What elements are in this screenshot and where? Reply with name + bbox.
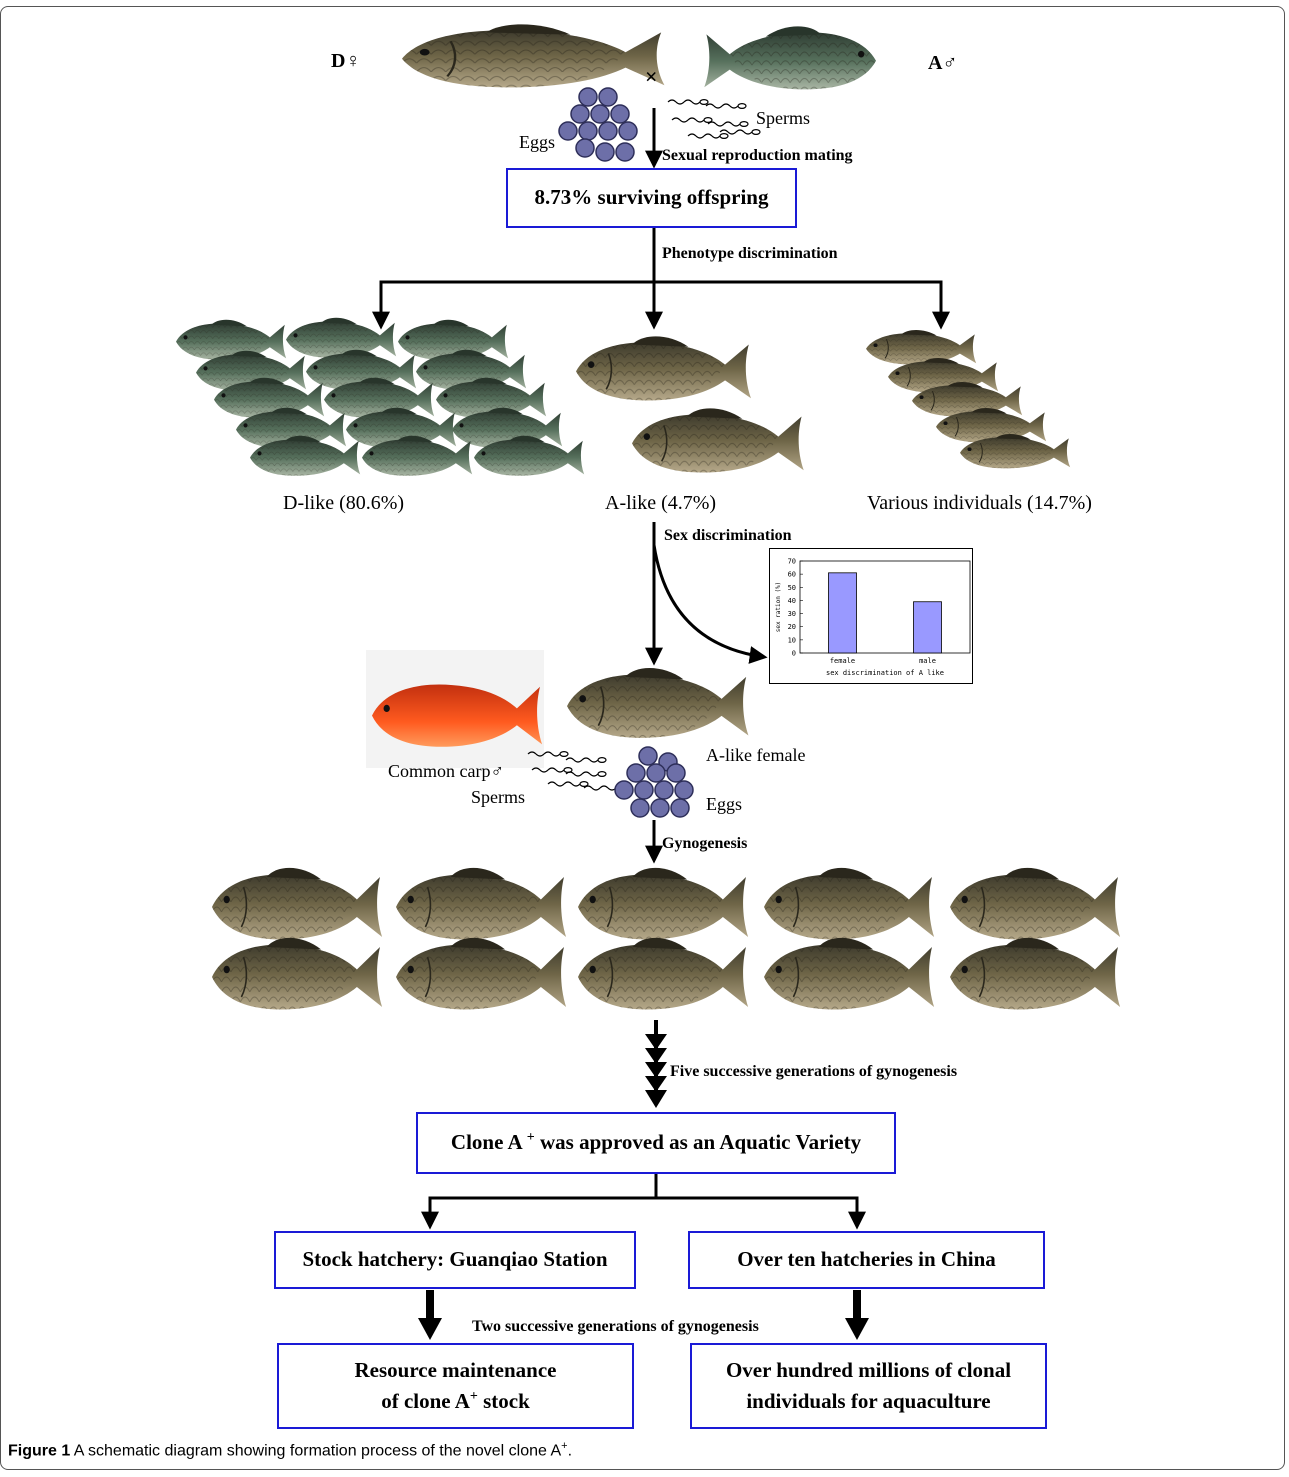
clone-suffix: was approved as an Aquatic Variety [534, 1130, 862, 1155]
stock-hatchery-box: Stock hatchery: Guanqiao Station [274, 1231, 636, 1289]
resource-line1: Resource maintenance [354, 1357, 557, 1382]
chart-ytick-label: 40 [788, 597, 796, 605]
chart-ytick-label: 10 [788, 636, 796, 644]
hundred-line1: Over hundred millions of clonal [725, 1357, 1012, 1382]
sex-ratio-chart-svg: 0 10 20 30 40 50 60 70 female male sex discriminat… [775, 558, 971, 677]
five-generations-arrow [645, 1020, 667, 1108]
stock-hatchery-text: Stock hatchery: Guanqiao Station [302, 1247, 608, 1272]
clone-prefix: Clone A [450, 1130, 522, 1155]
chart-ytick-label: 30 [788, 610, 796, 618]
sex-discrimination-label: Sex discrimination [664, 527, 792, 544]
chart-bar-male [913, 601, 942, 654]
a-like-fish-group [575, 335, 805, 474]
chart-ytick-label: 60 [788, 571, 796, 579]
resource-box: Resource maintenance of clone A+ stock [277, 1343, 634, 1429]
figure-frame [0, 6, 1285, 1470]
various-label: Various individuals (14.7%) [867, 492, 1092, 514]
stock-down-arrow [418, 1290, 442, 1340]
sperms-label: Sperms [756, 108, 810, 128]
clone-fish-rows [211, 866, 1122, 1011]
a-like-label: A-like (4.7%) [605, 492, 717, 514]
d-female-label: D♀ [331, 50, 361, 72]
caption-end: . [567, 1442, 573, 1460]
sex-ratio-chart: 0 10 20 30 40 50 60 70 female male sex discriminat… [769, 548, 973, 684]
clone-sup: + [526, 1130, 535, 1146]
branch-line [379, 280, 943, 326]
caption-sup: + [561, 1440, 568, 1452]
gyno-eggs-label: Eggs [706, 794, 742, 814]
a-like-female-label: A-like female [706, 745, 806, 765]
mating-label: Sexual reproduction mating [662, 147, 853, 164]
gyno-eggs [614, 746, 694, 818]
phenotype-label: Phenotype discrimination [662, 245, 838, 262]
hatcheries-down-arrow [845, 1290, 869, 1340]
chart-plot-area [799, 560, 971, 654]
hundred-line2: individuals for aquaculture [746, 1389, 991, 1413]
chart-ytick-label: 0 [792, 650, 796, 658]
offspring-box: 8.73% surviving offspring [506, 168, 797, 228]
d-like-fish-group [176, 317, 585, 476]
caption-label: Figure 1 [8, 1442, 71, 1460]
chart-ylabel: sex ration (%) [775, 582, 782, 633]
resource-sup: + [469, 1389, 478, 1404]
d-like-label: D-like (80.6%) [283, 492, 405, 514]
ten-hatcheries-box: Over ten hatcheries in China [688, 1231, 1045, 1289]
chart-xtick-label: female [830, 657, 855, 665]
chart-bar-female [828, 572, 857, 654]
ten-hatcheries-text: Over ten hatcheries in China [737, 1247, 996, 1272]
hundred-millions-box: Over hundred millions of clonal individu… [690, 1343, 1047, 1429]
resource-line2-suffix: stock [477, 1389, 530, 1413]
inset-arrow [652, 544, 768, 664]
eggs-cluster [558, 87, 638, 162]
common-carp-fish [372, 684, 543, 747]
resource-line2-prefix: of clone A [381, 1389, 470, 1413]
a-male-fish [704, 26, 876, 90]
various-fish-group [865, 329, 1071, 469]
caption-text: A schematic diagram showing formation pr… [70, 1442, 562, 1460]
a-male-label: A♂ [928, 52, 958, 74]
a-like-female-fish [566, 667, 750, 739]
clone-approved-box: Clone A + was approved as an Aquatic Var… [416, 1112, 896, 1174]
eggs-label: Eggs [519, 132, 555, 152]
five-generations-label: Five successive generations of gynogenes… [670, 1063, 958, 1080]
chart-xtick-label: male [919, 657, 936, 665]
two-generations-label: Two successive generations of gynogenesi… [472, 1318, 759, 1335]
common-carp-label: Common carp♂ [388, 761, 504, 781]
gyno-sperms-label: Sperms [471, 787, 525, 807]
d-female-fish [400, 23, 666, 89]
hatchery-branch [428, 1196, 859, 1222]
sperms-cluster [667, 98, 761, 139]
chart-ytick-label: 70 [788, 558, 796, 566]
gynogenesis-label: Gynogenesis [662, 835, 748, 852]
chart-ytick-label: 20 [788, 623, 796, 631]
chart-ytick-label: 50 [788, 584, 796, 592]
chart-xlabel: sex discrimination of A like [826, 669, 944, 677]
cross-symbol: × [645, 64, 658, 89]
offspring-text: 8.73% surviving offspring [534, 185, 769, 210]
figure-caption: Figure 1 A schematic diagram showing for… [8, 1440, 572, 1460]
